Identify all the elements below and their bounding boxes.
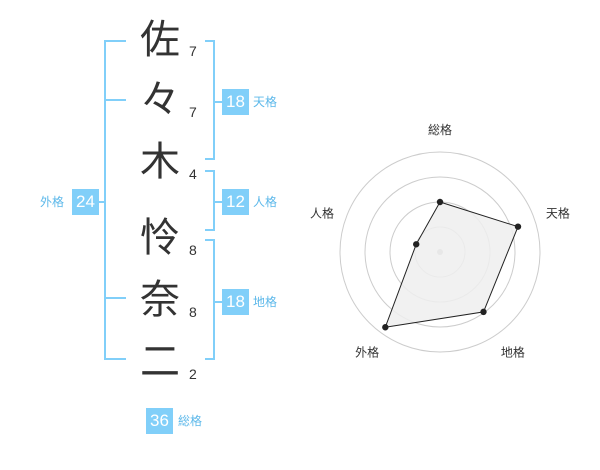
jinkaku-bracket-connector xyxy=(213,201,222,203)
tenkaku-bracket-top xyxy=(205,40,215,42)
jinkaku-bracket-vertical xyxy=(213,170,215,231)
chikaku-bracket-top xyxy=(205,239,215,241)
radar-point-2 xyxy=(514,223,522,230)
radar-point-3 xyxy=(480,308,487,316)
radar-point-4 xyxy=(382,324,389,331)
name-char-6: 二 xyxy=(140,339,180,385)
radar-ring-4 xyxy=(339,151,541,353)
gaikaku-bracket-top xyxy=(104,40,126,42)
stroke-count-6: 2 xyxy=(189,366,197,382)
tenkaku-bracket-vertical xyxy=(213,40,215,160)
tenkaku-value-badge: 18 xyxy=(222,89,249,115)
soukaku-value-badge: 36 xyxy=(146,408,173,434)
gaikaku-bracket-bottom xyxy=(104,358,126,360)
gaikaku-bracket-tick-1 xyxy=(104,99,126,101)
jinkaku-value-badge: 12 xyxy=(222,189,249,215)
name-char-1: 佐 xyxy=(140,17,180,63)
gaikaku-bracket-tick-2 xyxy=(104,297,126,299)
chikaku-value-badge: 18 xyxy=(222,289,249,315)
name-char-3: 木 xyxy=(140,139,180,185)
chikaku-bracket-vertical xyxy=(213,239,215,360)
gaikaku-value-badge: 24 xyxy=(72,189,99,215)
stroke-count-3: 4 xyxy=(189,166,197,182)
jinkaku-bracket-bottom xyxy=(205,229,215,231)
radar-axis-label-3: 地格 xyxy=(501,344,525,359)
radar-value-polygon xyxy=(384,201,519,328)
radar-axis-label-1: 総格 xyxy=(428,122,452,137)
stroke-count-4: 8 xyxy=(189,242,197,258)
jinkaku-label: 人格 xyxy=(253,195,278,209)
radar-axis-label-2: 天格 xyxy=(546,206,570,221)
chikaku-bracket-connector xyxy=(213,301,222,303)
jinkaku-bracket-top xyxy=(205,170,215,172)
radar-axis-label-5: 人格 xyxy=(310,206,334,221)
gaikaku-bracket-connector xyxy=(98,201,106,203)
radar-point-5 xyxy=(413,241,420,248)
radar-ring-3 xyxy=(364,176,516,328)
stroke-count-2: 7 xyxy=(189,104,197,120)
tenkaku-bracket-connector xyxy=(213,101,222,103)
stroke-count-5: 8 xyxy=(189,304,197,320)
gaikaku-label: 外格 xyxy=(40,195,65,209)
name-char-2: 々 xyxy=(140,77,180,123)
gaikaku-bracket-vertical xyxy=(104,40,106,360)
name-char-5: 奈 xyxy=(140,277,180,323)
stroke-count-1: 7 xyxy=(189,43,197,59)
soukaku-label: 総格 xyxy=(178,414,203,428)
chikaku-bracket-bottom xyxy=(205,358,215,360)
tenkaku-label: 天格 xyxy=(253,95,278,109)
name-char-4: 怜 xyxy=(140,215,180,261)
radar-axis-label-4: 外格 xyxy=(355,344,379,359)
chikaku-label: 地格 xyxy=(253,295,278,309)
tenkaku-bracket-bottom xyxy=(205,158,215,160)
radar-point-1 xyxy=(436,198,444,206)
